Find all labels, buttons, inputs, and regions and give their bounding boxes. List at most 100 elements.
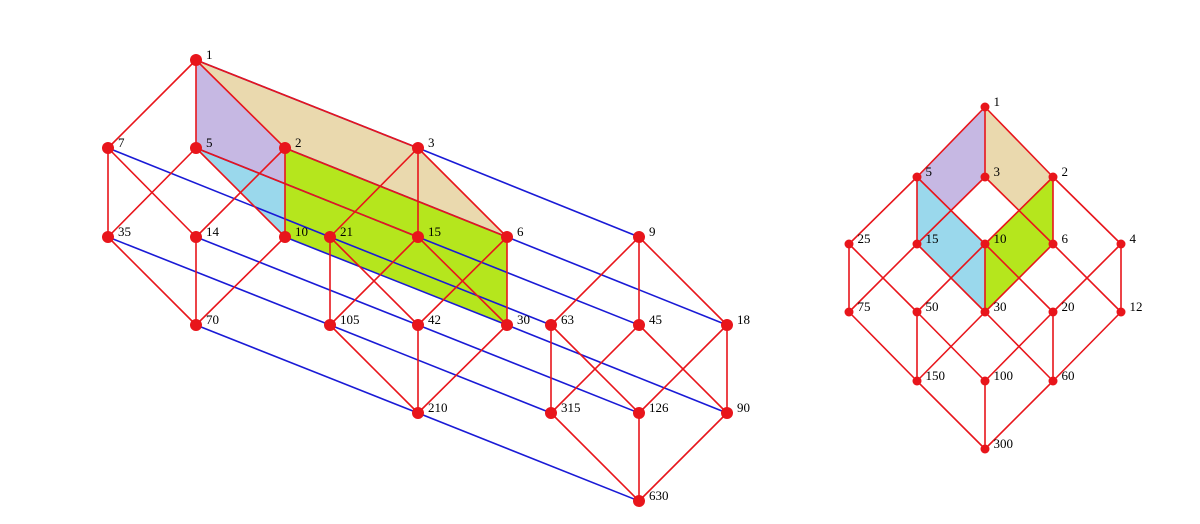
right-red-edge-12-60 — [1052, 311, 1122, 382]
right-red-edge-3-15 — [916, 176, 986, 245]
left-node-35 — [102, 231, 114, 243]
left-face-tan — [196, 60, 507, 237]
left-node-1 — [190, 54, 202, 66]
right-node-10 — [980, 239, 990, 249]
left-blue-edge-21-63 — [329, 236, 552, 326]
right-node-label-5: 5 — [926, 164, 933, 179]
right-red-edge-75-150 — [848, 311, 918, 382]
right-red-edge-60-300 — [984, 380, 1054, 450]
right-node-label-15: 15 — [926, 231, 939, 246]
left-red-edge-315-630 — [550, 412, 640, 502]
left-blue-edge-15-45 — [417, 236, 640, 326]
left-blue-edge-35-105 — [107, 236, 331, 326]
left-node-label-3: 3 — [428, 135, 435, 150]
left-node-126 — [633, 407, 645, 419]
left-blue-edge-70-210 — [195, 324, 419, 414]
right-face-lime — [985, 177, 1053, 312]
right-red-edge-10-50 — [916, 243, 986, 313]
right-node-label-4: 4 — [1130, 231, 1137, 246]
left-node-21 — [324, 231, 336, 243]
right-node-300 — [980, 444, 990, 454]
right-node-6 — [1048, 239, 1058, 249]
left-node-label-90: 90 — [737, 400, 750, 415]
left-blue-edge-42-126 — [417, 324, 640, 414]
left-node-30 — [501, 319, 513, 331]
left-red-edge-5-15 — [195, 147, 419, 238]
right-red-edge-5-25 — [848, 176, 918, 245]
left-red-edge-30-210 — [417, 324, 508, 414]
left-red-edge-9-63 — [550, 236, 640, 326]
left-blue-edge-10-30 — [284, 236, 508, 326]
left-node-label-21: 21 — [340, 224, 353, 239]
left-node-42 — [412, 319, 424, 331]
right-node-100 — [980, 376, 990, 386]
left-face-lime — [285, 148, 507, 325]
left-red-edge-9-18 — [638, 236, 728, 326]
right-node-label-50: 50 — [926, 299, 939, 314]
left-red-edge-18-126 — [638, 324, 728, 414]
left-red-edge-5-35 — [107, 147, 197, 238]
left-red-edge-35-70 — [107, 236, 197, 326]
right-node-60 — [1048, 376, 1058, 386]
right-node-label-10: 10 — [994, 231, 1007, 246]
left-red-edge-15-105 — [329, 236, 419, 326]
left-node-90 — [721, 407, 733, 419]
right-node-75 — [844, 307, 854, 317]
left-node-label-210: 210 — [428, 400, 448, 415]
left-red-edge-6-42 — [417, 236, 508, 326]
right-node-1 — [980, 102, 990, 112]
right-red-edge-30-150 — [916, 311, 986, 382]
right-node-label-20: 20 — [1062, 299, 1075, 314]
left-red-edge-1-7 — [107, 59, 197, 149]
left-node-label-45: 45 — [649, 312, 662, 327]
right-node-25 — [844, 239, 854, 249]
right-node-30 — [980, 307, 990, 317]
left-node-10 — [279, 231, 291, 243]
left-red-edge-10-70 — [195, 236, 286, 326]
left-blue-edge-105-315 — [329, 324, 552, 414]
left-node-6 — [501, 231, 513, 243]
left-node-label-2: 2 — [295, 135, 302, 150]
left-node-70 — [190, 319, 202, 331]
right-red-edge-2-4 — [1052, 176, 1122, 245]
right-node-150 — [912, 376, 922, 386]
right-node-2 — [1048, 172, 1058, 182]
left-node-45 — [633, 319, 645, 331]
right-face-skyblue — [917, 177, 985, 312]
left-node-5 — [190, 142, 202, 154]
left-node-label-10: 10 — [295, 224, 308, 239]
left-node-label-35: 35 — [118, 224, 131, 239]
right-node-label-60: 60 — [1062, 368, 1075, 383]
left-node-label-630: 630 — [649, 488, 669, 503]
right-node-label-12: 12 — [1130, 299, 1143, 314]
left-node-7 — [102, 142, 114, 154]
left-node-label-9: 9 — [649, 224, 656, 239]
left-blue-edge-14-42 — [195, 236, 419, 326]
left-node-9 — [633, 231, 645, 243]
right-node-label-6: 6 — [1062, 231, 1069, 246]
left-red-edge-2-6 — [284, 147, 508, 238]
right-red-edge-4-20 — [1052, 243, 1122, 313]
left-node-label-14: 14 — [206, 224, 220, 239]
left-red-edge-3-21 — [329, 147, 419, 238]
left-node-105 — [324, 319, 336, 331]
right-node-label-150: 150 — [926, 368, 946, 383]
left-node-label-105: 105 — [340, 312, 360, 327]
right-red-edge-1-5 — [916, 106, 986, 178]
left-node-315 — [545, 407, 557, 419]
right-node-label-30: 30 — [994, 299, 1007, 314]
left-blue-edge-7-21 — [107, 147, 331, 238]
left-node-63 — [545, 319, 557, 331]
right-red-edge-15-75 — [848, 243, 918, 313]
right-red-edge-6-30 — [984, 243, 1054, 313]
right-node-label-75: 75 — [858, 299, 871, 314]
right-red-edge-2-10 — [984, 176, 1054, 245]
left-node-2 — [279, 142, 291, 154]
left-blue-edge-6-18 — [506, 236, 728, 326]
right-node-label-25: 25 — [858, 231, 871, 246]
left-node-label-6: 6 — [517, 224, 524, 239]
left-node-label-1: 1 — [206, 47, 213, 62]
right-red-edge-1-2 — [984, 106, 1054, 178]
right-red-edge-150-300 — [916, 380, 986, 450]
